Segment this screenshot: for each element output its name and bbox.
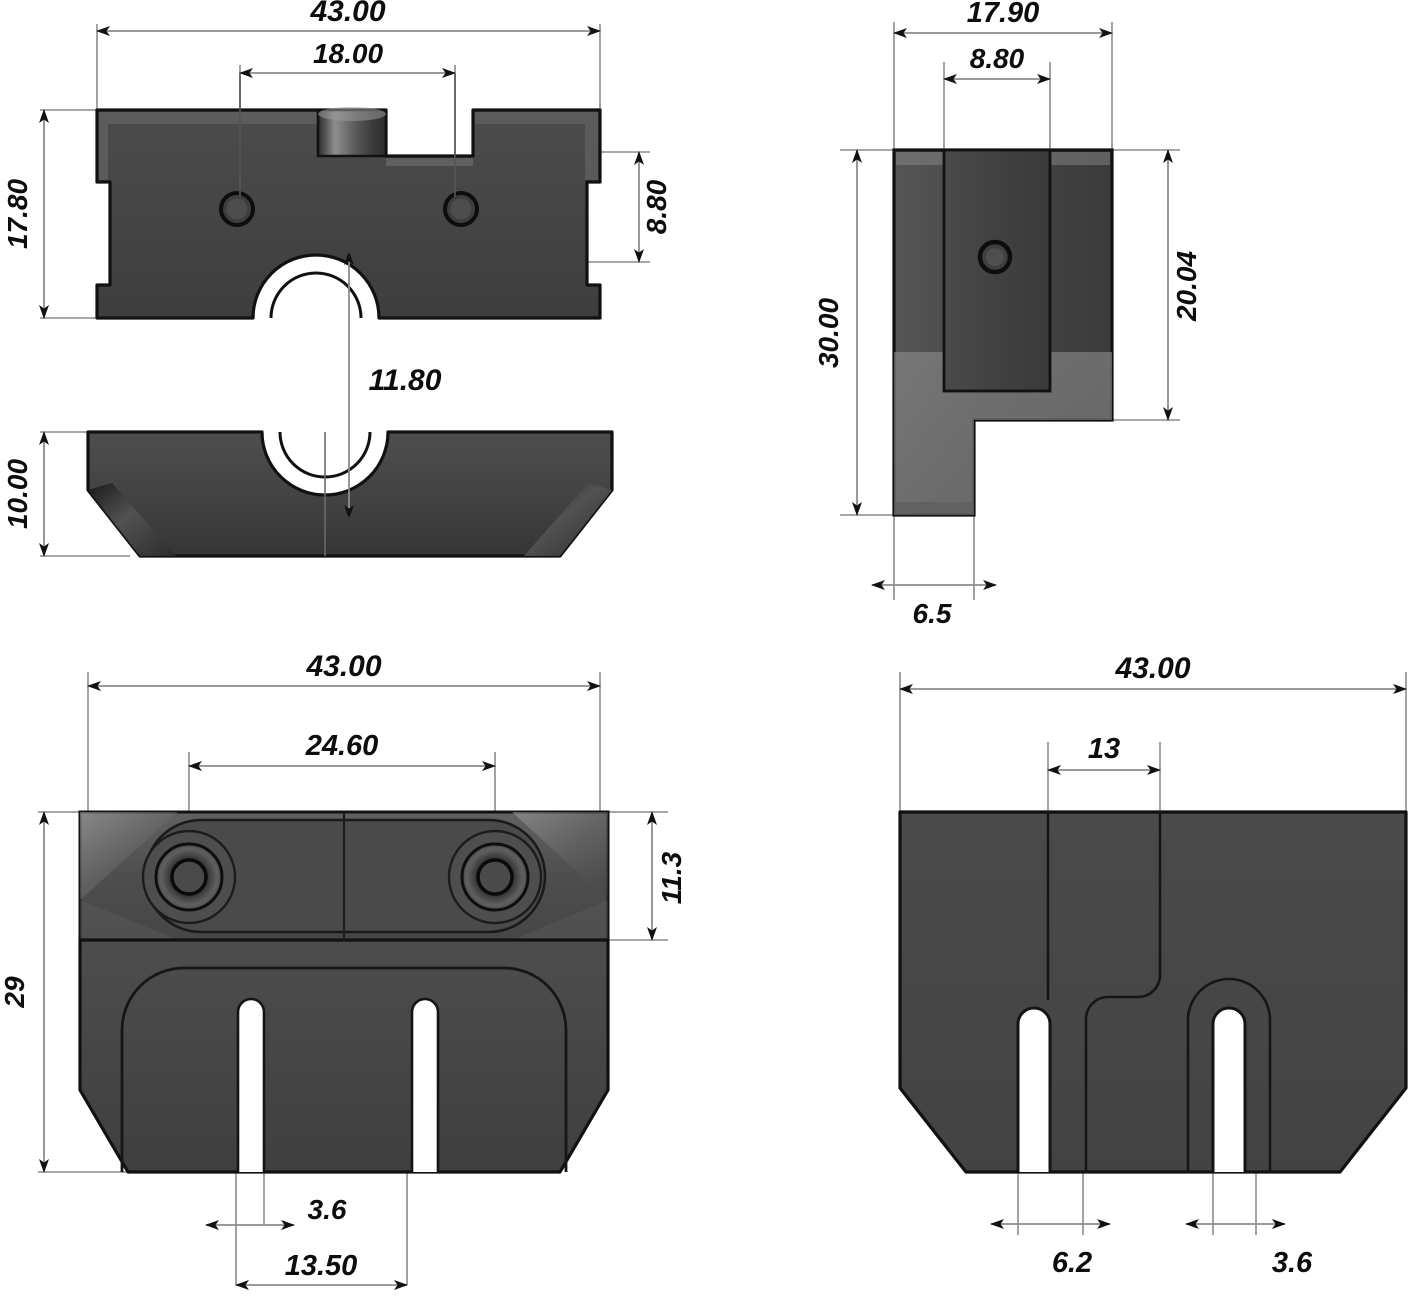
dimension-13-rear: 13 [1047, 733, 1161, 775]
dimension-30-00-side: 30.00 [813, 149, 862, 516]
dim-label-3-6-rear: 3.6 [1272, 1247, 1313, 1279]
dimension-13-50-plan: 13.50 [235, 1250, 408, 1290]
dim-label-11-80: 11.80 [369, 364, 442, 397]
plan-screw-left [141, 829, 237, 925]
dimension-8-80-top-left: 8.80 [634, 151, 672, 263]
plan-lower-body [78, 938, 610, 1174]
view-bottom-right: 43.00 13 6.2 3.6 [898, 652, 1408, 1279]
dimension-17-80-top-left: 17.80 [2, 109, 49, 319]
view-top-right: 17.90 8.80 30.00 20.04 6.5 [813, 0, 1202, 629]
dimension-10-00-cap: 10.00 [2, 431, 49, 557]
plan-screw-right [447, 829, 543, 925]
dim-label-43-00-rear: 43.00 [1114, 652, 1190, 685]
dimension-11-80-bore: 11.80 [344, 251, 442, 519]
dim-label-3-6-plan: 3.6 [308, 1194, 347, 1225]
dim-label-17-90: 17.90 [967, 0, 1040, 29]
dimension-43-00-rear: 43.00 [899, 652, 1407, 694]
dimension-6-2-rear: 6.2 [990, 1219, 1111, 1279]
plan-inner-shoulder [120, 966, 568, 1172]
dim-label-30-00: 30.00 [813, 298, 844, 368]
rear-seam-right-step [1084, 812, 1162, 1172]
dim-label-20-04: 20.04 [1171, 251, 1202, 322]
part-body-cap [86, 430, 614, 558]
dim-label-18-00-tl: 18.00 [313, 38, 383, 69]
front-hole-right [443, 191, 479, 227]
dim-label-13-50: 13.50 [285, 1250, 358, 1282]
dimension-17-90-side: 17.90 [893, 0, 1113, 38]
cap-outline [86, 430, 614, 558]
plan-corner-shade-right [512, 900, 608, 940]
dim-label-13: 13 [1088, 733, 1120, 765]
dimension-20-04-side: 20.04 [1163, 149, 1202, 421]
front-slot-floor-bevel [386, 158, 473, 166]
dimension-29-plan: 29 [0, 811, 49, 1173]
dimension-11-3-plan: 11.3 [647, 811, 687, 941]
dim-label-43-00-tl: 43.00 [309, 0, 385, 28]
side-foot-bevel [896, 502, 972, 513]
front-boss-top-ellipse [318, 107, 386, 121]
plan-slot-left [236, 997, 266, 1172]
dimension-3-6-rear: 3.6 [1185, 1219, 1313, 1279]
part-body-front-view [95, 73, 602, 320]
dimension-43-00-plan: 43.00 [87, 650, 601, 691]
rear-slot-right [1211, 1006, 1247, 1172]
front-bore-inner-arc [269, 271, 363, 319]
part-body-rear-view [898, 810, 1408, 1174]
part-body-plan-view [78, 810, 610, 1174]
front-body-outline [95, 108, 602, 320]
dim-label-43-00-plan: 43.00 [305, 650, 381, 683]
plan-corner-highlight-left [80, 812, 178, 900]
dim-label-17-80-tl: 17.80 [2, 179, 33, 249]
dim-label-11-3: 11.3 [656, 851, 687, 904]
dim-label-6-2: 6.2 [1052, 1247, 1092, 1279]
part-body-side-view [892, 148, 1114, 517]
rear-slot-left [1016, 1006, 1052, 1172]
dim-label-10-00-cap: 10.00 [2, 459, 33, 529]
dimension-24-60-plan: 24.60 [188, 730, 496, 771]
dim-label-6-5: 6.5 [913, 598, 952, 629]
dim-label-24-60: 24.60 [305, 730, 379, 762]
dim-label-8-80-tl: 8.80 [641, 179, 672, 234]
dim-label-8-80-side: 8.80 [970, 43, 1025, 74]
side-hole [977, 239, 1013, 275]
plan-corner-highlight-right [512, 812, 608, 900]
view-bottom-left: 43.00 24.60 11.3 29 3.6 [0, 650, 687, 1290]
rear-slot-right-rib [1186, 977, 1272, 1172]
view-bottom-cap-left: 10.00 [2, 430, 614, 558]
plan-corner-shade-left [80, 900, 178, 940]
dim-label-29: 29 [0, 976, 30, 1009]
front-top-bevel-right [475, 112, 598, 180]
dimension-3-6-plan: 3.6 [205, 1194, 347, 1230]
dimension-18-00-top-left: 18.00 [239, 38, 456, 78]
cap-chamfer-left [88, 483, 176, 556]
dimension-6-5-side: 6.5 [871, 580, 997, 629]
cap-chamfer-right [524, 483, 612, 556]
side-foot-shade [894, 352, 1112, 515]
view-top-left: 43.00 18.00 17.80 8.80 [2, 0, 672, 557]
dimension-43-00-top-left: 43.00 [96, 0, 601, 36]
plan-slot-right [410, 997, 440, 1172]
dimension-8-80-side: 8.80 [943, 43, 1051, 84]
front-hole-left [219, 191, 255, 227]
